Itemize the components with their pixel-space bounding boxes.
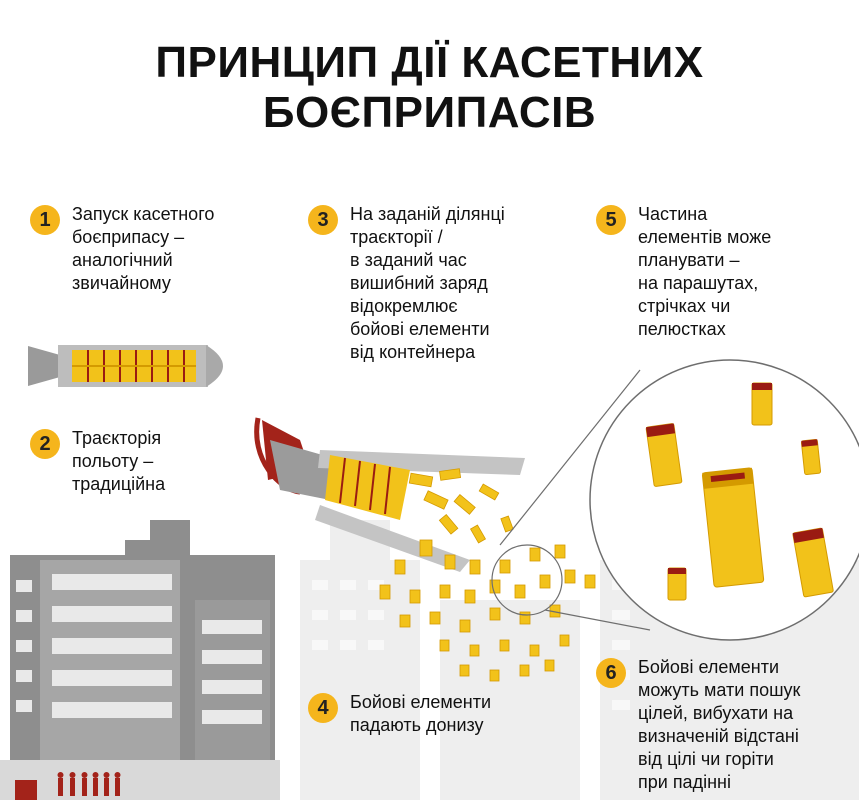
munition-container-icon: [28, 345, 223, 387]
step-3: 3 На заданій ділянці траєкторії / в зада…: [308, 203, 505, 364]
step-4-text: Бойові елементи падають донизу: [350, 692, 492, 735]
page-title: ПРИНЦИП ДІЇ КАСЕТНИХ БОЄПРИПАСІВ: [0, 38, 859, 138]
step-1-number: 1: [30, 205, 60, 235]
zoom-lines: [491, 369, 651, 631]
step-2-text: Траєкторія польоту – традиційна: [72, 428, 166, 494]
zoom-circle: [589, 359, 859, 641]
step-6: 6 Бойові елементи можуть мати пошук ціле…: [596, 656, 800, 794]
step-1: 1 Запуск касетного боєприпасу – аналогіч…: [30, 203, 214, 295]
people-icons: [57, 772, 121, 796]
step-4-number: 4: [308, 693, 338, 723]
title-line-2: БОЄПРИПАСІВ: [262, 88, 597, 137]
step-3-number: 3: [308, 205, 338, 235]
opening-container-icon: [254, 417, 525, 572]
step-3-text: На заданій ділянці траєкторії / в задани…: [350, 204, 505, 362]
step-5-number: 5: [596, 205, 626, 235]
step-2-number: 2: [30, 429, 60, 459]
step-6-text: Бойові елементи можуть мати пошук цілей,…: [638, 657, 801, 792]
submunitions-falling: [379, 468, 596, 682]
step-4: 4 Бойові елементи падають донизу: [308, 691, 491, 737]
step-5: 5 Частина елементів може планувати – на …: [596, 203, 771, 341]
step-6-number: 6: [596, 658, 626, 688]
step-5-text: Частина елементів може планувати – на па…: [638, 204, 772, 339]
title-line-1: ПРИНЦИП ДІЇ КАСЕТНИХ: [155, 38, 704, 87]
building-windows: [16, 574, 262, 724]
step-1-text: Запуск касетного боєприпасу – аналогічни…: [72, 204, 215, 293]
step-2: 2 Траєкторія польоту – традиційна: [30, 427, 165, 496]
